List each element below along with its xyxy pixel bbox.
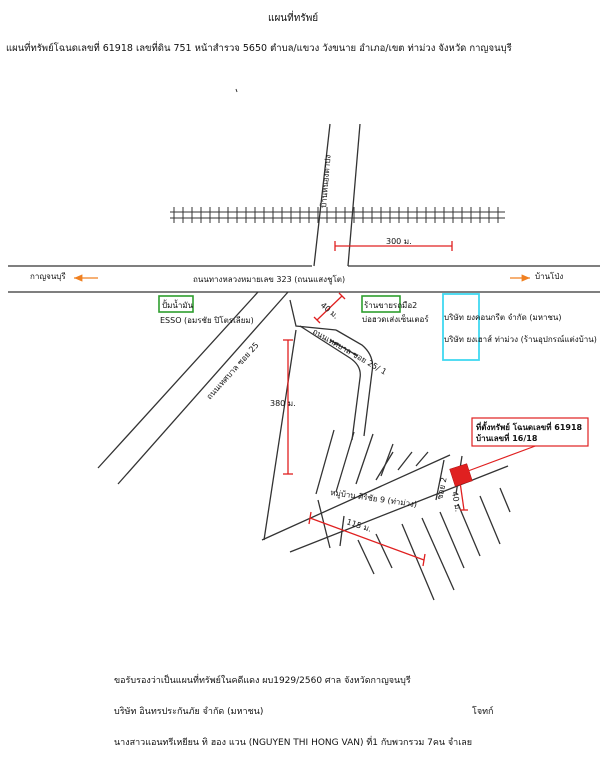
village-side-roads-lower (317, 487, 511, 601)
soi25-label: ถนนเทศบาล ซอย 25 (205, 341, 261, 402)
shop-box (361, 295, 401, 313)
dist-115 (308, 511, 426, 567)
dist-40-bottom-label: 40 ม. (450, 491, 462, 513)
property-label-1: ที่ตั้งทรัพย์ โฉนดเลขที่ 61918 (476, 421, 583, 432)
dir-east-label: บ้านโป่ง (535, 271, 563, 281)
dist-380-label: 380 ม. (270, 399, 296, 408)
property-marker (449, 463, 473, 487)
soi2-label: ซอย 2 (435, 476, 448, 500)
dist-40-top (313, 292, 346, 324)
company2-label: บริษัท ยงเฮาส์ ท่าม่วง (ร้านอุปกรณ์แต่งบ… (444, 334, 597, 344)
highway-label: ถนนทางหลวงหมายเลข 323 (ถนนแสงชูโต) (193, 274, 345, 285)
scale-300 (334, 241, 453, 251)
page-title: แผนที่ทรัพย์ (268, 13, 319, 24)
shop-box-label: ร้านขายรถมือ2 (364, 301, 417, 310)
page-subtitle: แผนที่ทรัพย์โฉนดเลขที่ 61918 เลขที่ดิน 7… (6, 43, 512, 54)
dist-115-label: 115 ม. (345, 517, 372, 533)
scale-300-label: 300 ม. (386, 237, 412, 246)
footer-line-2-left: บริษัท อินทรประกันภัย จำกัด (มหาชน) (114, 707, 264, 717)
stray-mark (235, 88, 238, 93)
village-side-roads-upper (315, 429, 429, 495)
soi25-1-label: ถนนเทศบาล ซอย 25/ 1 (311, 327, 388, 377)
gas-station-name: ESSO (อมรชัย ปิโตรเลียม) (160, 315, 254, 325)
gas-station-box-label: ปั้มน้ำมัน (162, 299, 194, 310)
highway-road (8, 265, 600, 293)
railway-ticks (173, 207, 499, 223)
company1-label: บริษัท ยงคอนกรีต จำกัด (มหาชน) (444, 313, 562, 322)
soi25-1-road (263, 299, 374, 541)
dir-west-label: กาญจนบุรี (30, 272, 66, 281)
dist-40-top-label: 40 ม. (319, 301, 341, 321)
footer-line-3: นางสาวแอนทรีเหยียน ทิ ฮอง แวน (NGUYEN TH… (114, 738, 473, 748)
shop-name: บ่อฮวดเส่งเซ็นเตอร์ (362, 314, 429, 324)
company-box (442, 293, 480, 361)
footer-line-2-right: โจทก์ (472, 707, 494, 717)
footer-line-1: ขอรับรองว่าเป็นแผนที่ทรัพย์ในคดีแดง ผบ19… (114, 676, 411, 686)
soi25-road (97, 291, 289, 485)
property-label-2: บ้านเลขที่ 16/18 (476, 432, 538, 443)
road-north-label: บ้านหนองตาปง (319, 154, 333, 208)
property-pointer (467, 444, 539, 472)
dist-380 (283, 339, 293, 475)
north-road (313, 123, 361, 267)
gas-station-box (158, 295, 194, 313)
property-label-box (471, 417, 589, 447)
village-label: หมู่บ้าน ศิริชัย 9 (ท่าม่วง) (330, 488, 418, 510)
railway (170, 211, 505, 219)
